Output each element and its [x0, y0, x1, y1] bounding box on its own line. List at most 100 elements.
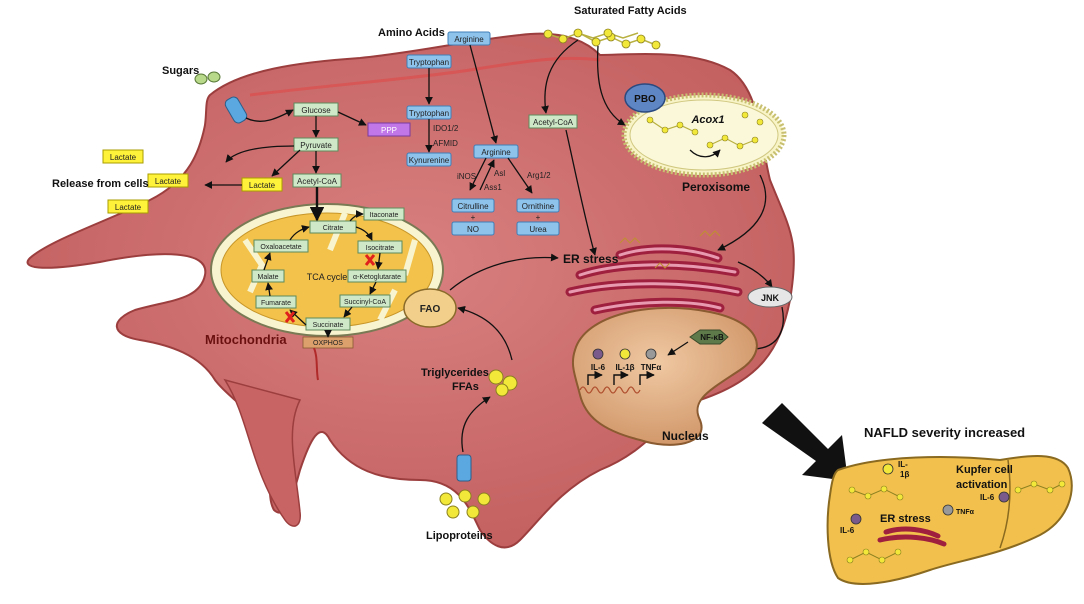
release-from-cells-label: Release from cells — [52, 178, 149, 190]
nfkb-to-genes-arrow — [667, 341, 689, 356]
fao-to-er-arrow — [449, 253, 559, 291]
endoplasmic-reticulum — [565, 230, 743, 315]
cell-protrusion — [223, 378, 302, 527]
arginine-to-citrulline-arrow — [469, 157, 487, 191]
jnk-node — [747, 286, 793, 308]
released-lactate-3 — [107, 199, 149, 214]
released-lactate-1-label: Lactate — [110, 153, 137, 162]
pbo-node — [624, 83, 666, 113]
kupfer-activation-label: activation — [956, 479, 1008, 491]
sugar-uptake-arrow — [245, 109, 294, 122]
jnk-label: JNK — [761, 293, 780, 303]
peroxisome — [621, 92, 787, 178]
cell-curve-arrow — [225, 145, 295, 163]
tca-citrate: Citrate — [323, 225, 344, 232]
fatty-acetylcoa-label: Acetyl-CoA — [533, 118, 574, 127]
severity-arrow — [762, 403, 848, 481]
liver-tnfa-label: TNFα — [956, 509, 975, 516]
pyruvate-label: Pyruvate — [300, 141, 332, 150]
oxphos-label: OXPHOS — [313, 340, 343, 347]
released-lactate-1 — [102, 149, 144, 164]
lipoprotein-particles — [439, 489, 491, 519]
citrulline-label: Citrulline — [457, 202, 489, 211]
arg12-label: Arg1/2 — [527, 171, 551, 180]
liver-er-icon — [877, 526, 947, 547]
tca-alpha-ketoglutarate: α-Ketoglutarate — [353, 274, 401, 281]
glucose-transporter — [224, 96, 248, 124]
nucleus — [571, 306, 758, 446]
ornithine-label: Ornithine — [522, 202, 555, 211]
liver-il6-right-label: IL-6 — [980, 493, 995, 502]
arginine-top-label: Arginine — [454, 35, 484, 44]
no-label: NO — [467, 225, 479, 234]
arginine-to-ornithine-arrow — [507, 157, 533, 194]
released-lactate-3-label: Lactate — [115, 203, 142, 212]
sugars-label: Sugars — [162, 65, 199, 77]
cytokine-genes: IL-6 IL-1β TNFα — [579, 348, 662, 394]
triglycerides-label: Triglycerides, — [421, 367, 492, 379]
ffas-label: FFAs — [452, 381, 479, 393]
tryptophan-top-label: Tryptophan — [409, 58, 449, 67]
fatty-acetylcoa-box — [528, 114, 578, 129]
glucose-to-ppp-arrow — [337, 111, 367, 126]
nfkb-node — [689, 329, 729, 345]
gene-tnfa-label: TNFα — [641, 363, 662, 372]
acetylcoa-to-er-arrow — [565, 129, 597, 256]
tca-cycle-label: TCA cycle — [307, 272, 348, 282]
pbo-label: PBO — [634, 94, 656, 105]
urea-label: Urea — [529, 225, 547, 234]
liver-tnfa-marker — [942, 504, 954, 516]
saturated-fatty-acids-label: Saturated Fatty Acids — [574, 5, 687, 17]
sugar-molecule — [194, 73, 208, 85]
kupfer-cell-label: Kupfer cell — [956, 464, 1013, 476]
no-box — [451, 221, 495, 236]
liver — [826, 455, 1073, 585]
gene-il6-label: IL-6 — [591, 363, 606, 372]
ass1-label: Ass1 — [484, 183, 502, 192]
liver-il1b-label-a: IL- — [898, 460, 908, 469]
kynurenine-box — [406, 152, 452, 167]
arginine-label: Arginine — [481, 148, 511, 157]
tca-succinate: Succinate — [313, 322, 344, 329]
urea-box — [516, 221, 560, 236]
gene-il1b-label: IL-1β — [615, 363, 634, 372]
amino-acids-label: Amino Acids — [378, 27, 445, 39]
mitochondria-tail — [313, 347, 319, 381]
inos-label: iNOS — [457, 172, 476, 181]
liver-il6-left-label: IL-6 — [840, 526, 855, 535]
tca-isocitrate: Isocitrate — [366, 245, 395, 252]
pyruvate-to-lactate-arrow — [271, 149, 301, 177]
kynurenine-label: Kynurenine — [409, 156, 450, 165]
liver-title: NAFLD severity increased — [864, 425, 1025, 440]
fatty-acid-uptake-arrow — [541, 39, 579, 114]
citrulline-box — [451, 198, 495, 213]
asl-label: Asl — [494, 169, 505, 178]
arginine-uptake-arrow — [469, 44, 498, 144]
acetylcoa-label: Acetyl-CoA — [297, 177, 338, 186]
tca-succinyl-coa: Succinyl-CoA — [344, 299, 386, 306]
liver-fatty-acids — [846, 480, 1066, 564]
sugar-molecule — [207, 71, 221, 83]
released-lactate-2 — [147, 173, 189, 188]
peroxisome-to-er-arrow — [717, 174, 767, 251]
fatty-acid-to-peroxisome-arrow — [596, 45, 626, 126]
lipoprotein-transporter — [456, 454, 472, 482]
liver-il6-right-marker — [998, 491, 1010, 503]
ffa-to-fao-arrow — [457, 305, 513, 361]
plus-sign-2: + — [536, 213, 541, 222]
tca-fumarate: Fumarate — [261, 300, 291, 307]
ornithine-box — [516, 198, 560, 213]
fao-label: FAO — [420, 304, 441, 315]
fatty-acid-chain — [543, 28, 661, 50]
liver-il1b-marker — [882, 463, 894, 475]
lipoproteins-label: Lipoproteins — [426, 530, 493, 542]
tryptophan-label: Tryptophan — [409, 109, 449, 118]
mitochondria-label: Mitochondria — [205, 332, 287, 347]
lipoprotein-uptake-arrow — [461, 396, 491, 453]
citrulline-to-arginine-arrow — [479, 159, 495, 191]
lactate-label: Lactate — [249, 181, 276, 190]
ppp-box — [367, 122, 411, 137]
plus-sign-1: + — [471, 213, 476, 222]
lipid-droplets — [488, 369, 518, 397]
